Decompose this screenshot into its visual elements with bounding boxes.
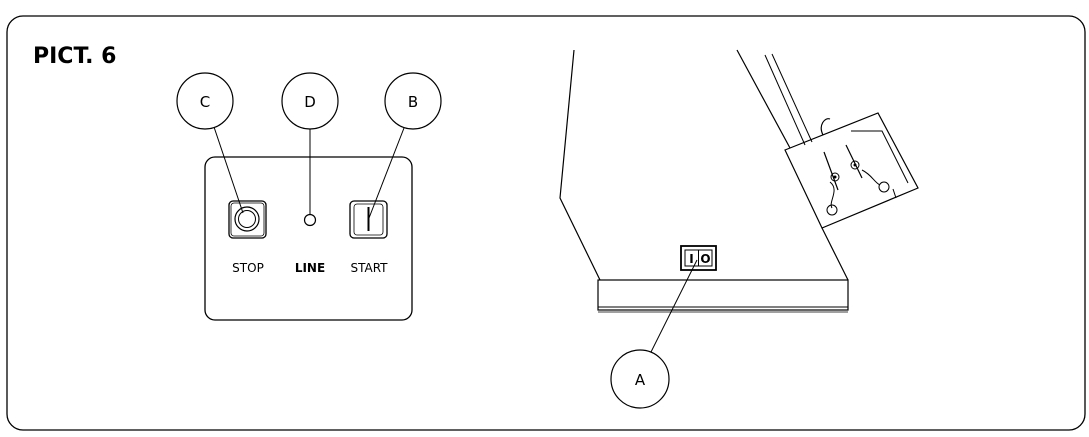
svg-text:D: D xyxy=(304,93,316,111)
main-switch: I O xyxy=(680,245,717,271)
start-label: START xyxy=(350,261,388,275)
line-label: LINE xyxy=(295,261,325,275)
control-panel: STOP LINE START xyxy=(204,156,413,321)
stop-label: STOP xyxy=(232,261,264,275)
callout-a: A xyxy=(610,259,698,409)
figure-title: PICT. 6 xyxy=(33,44,116,69)
machine-base xyxy=(597,279,849,311)
machine-head xyxy=(784,112,919,229)
callout-b: B xyxy=(368,72,442,219)
svg-text:A: A xyxy=(635,371,646,389)
start-button xyxy=(349,200,388,239)
svg-text:C: C xyxy=(200,93,210,111)
svg-text:B: B xyxy=(408,93,418,111)
figure-frame xyxy=(6,15,1086,431)
switch-off-label: O xyxy=(700,252,710,266)
stop-button xyxy=(228,200,267,239)
callout-c: C xyxy=(176,72,244,214)
callout-d: D xyxy=(281,72,339,214)
line-indicator-lamp xyxy=(303,213,317,227)
machine-side-view: I O xyxy=(559,49,919,313)
switch-on-label: I xyxy=(689,252,693,266)
control-panel-plate xyxy=(204,156,413,321)
